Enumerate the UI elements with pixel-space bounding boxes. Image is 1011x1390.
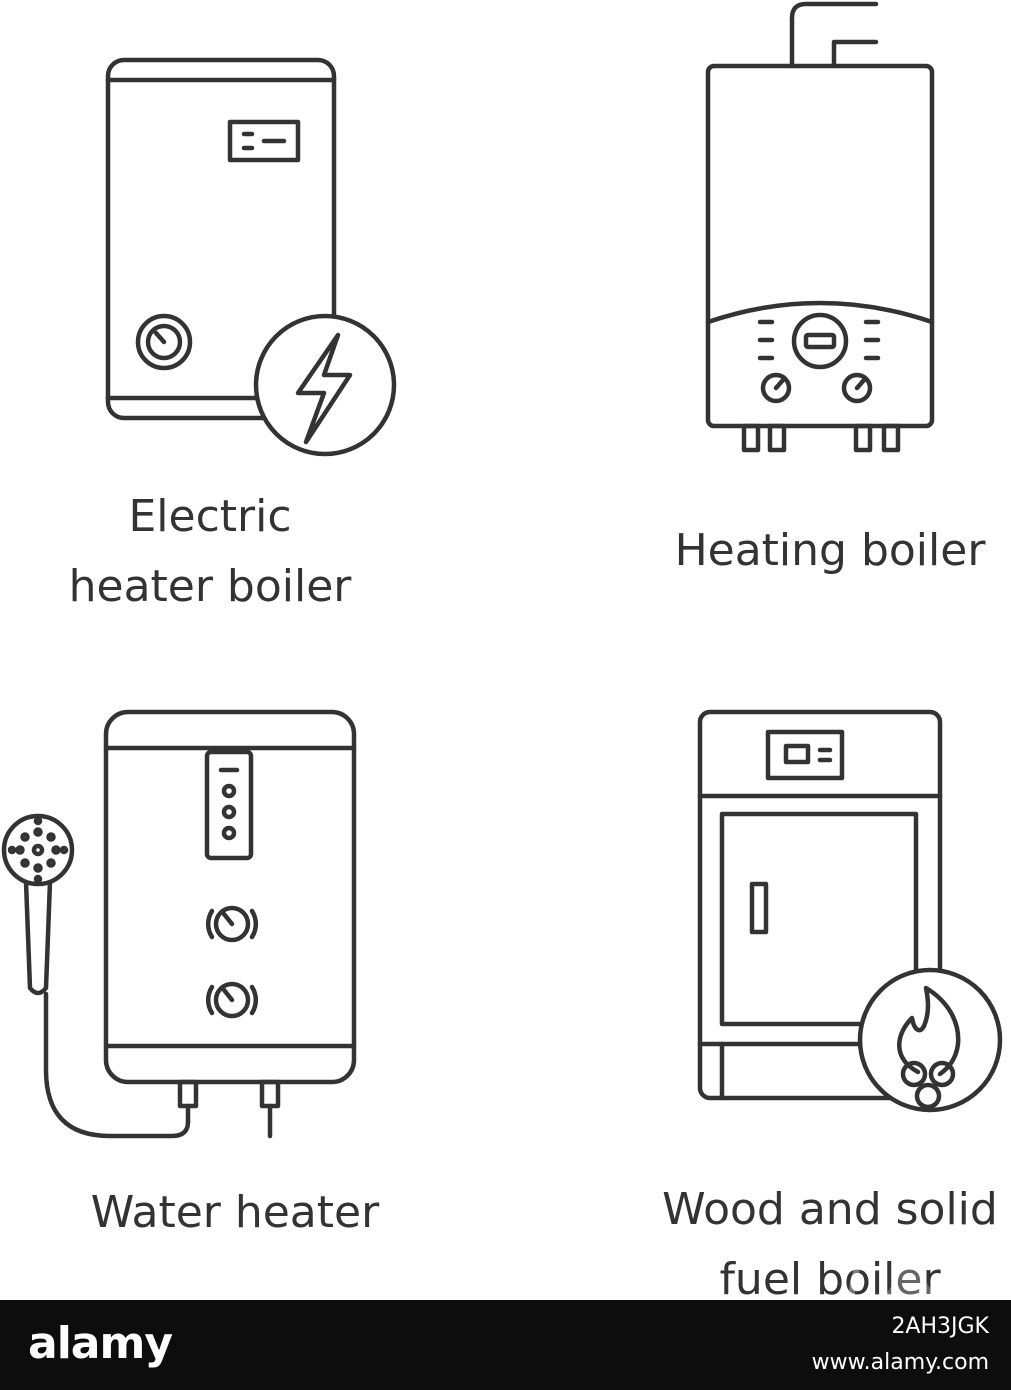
wood-solid-fuel-boiler-icon (697, 709, 1003, 1113)
label-electric-heater-boiler: Electric heater boiler (20, 482, 400, 622)
label-heating-text: Heating boiler (674, 525, 986, 576)
label-heating-boiler: Heating boiler (640, 516, 1011, 586)
water-heater-icon (1, 709, 357, 1139)
electric-heater-boiler-icon (105, 57, 397, 457)
site-url: www.alamy.com (811, 1350, 989, 1375)
label-wood-line-2: fuel boiler (719, 1254, 941, 1305)
label-electric-line-1: Electric (128, 491, 292, 542)
label-electric-line-2: heater boiler (68, 561, 352, 612)
icon-layer (1, 1, 1003, 1139)
footer-bar: alamy 2AH3JGK www.alamy.com (0, 1300, 1011, 1390)
label-water-text: Water heater (90, 1187, 380, 1238)
image-id: 2AH3JGK (891, 1314, 989, 1339)
label-water-heater: Water heater (40, 1178, 430, 1248)
label-wood-line-1: Wood and solid (662, 1184, 998, 1235)
brand-logo: alamy (28, 1318, 173, 1369)
label-wood-solid-fuel-boiler: Wood and solid fuel boiler (620, 1175, 1011, 1315)
heating-boiler-icon (705, 1, 935, 453)
